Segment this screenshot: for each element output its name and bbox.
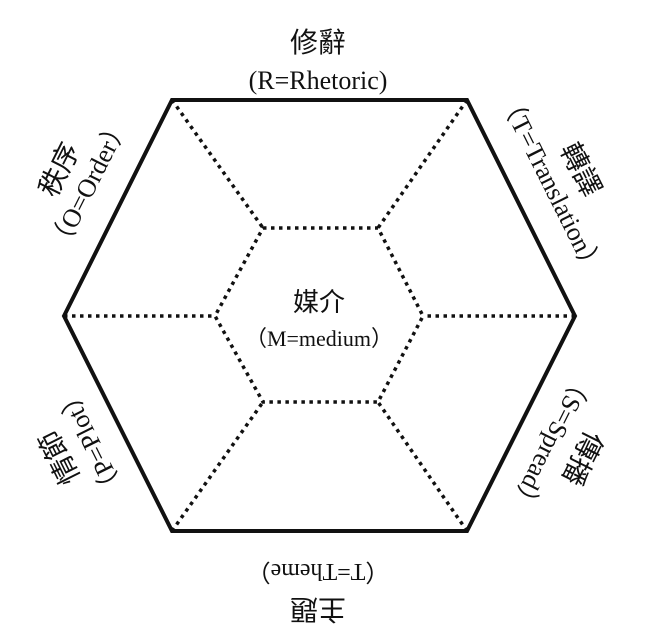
spoke-top-right (376, 99, 469, 229)
center-label-zh: 媒介 (293, 288, 345, 318)
theme-label-zh: 主題 (290, 593, 346, 626)
spoke-top-left (170, 98, 265, 230)
side-label-plot: （P=Plot） 情節 (32, 380, 131, 503)
center-label-en: （M=medium） (245, 326, 393, 351)
spoke-bottom-left (170, 400, 265, 533)
rhetoric-label-zh: 修辭 (290, 26, 346, 59)
side-label-theme: （T=Theme） 主題 (247, 558, 390, 626)
spokes (64, 98, 575, 533)
rhetoric-label-en: (R=Rhetoric) (249, 66, 388, 95)
side-label-rhetoric: 修辭 (R=Rhetoric) (249, 26, 388, 95)
side-label-translation: （T=Translation） 轉譯 (493, 88, 609, 280)
side-label-order: （O=Order） 秩序 (32, 113, 134, 257)
inner-hexagon (213, 226, 425, 404)
theme-label-en: （T=Theme） (247, 558, 390, 584)
spoke-bottom-right (376, 401, 469, 532)
side-label-spread: （S=Spread） 傳播 (504, 368, 610, 518)
